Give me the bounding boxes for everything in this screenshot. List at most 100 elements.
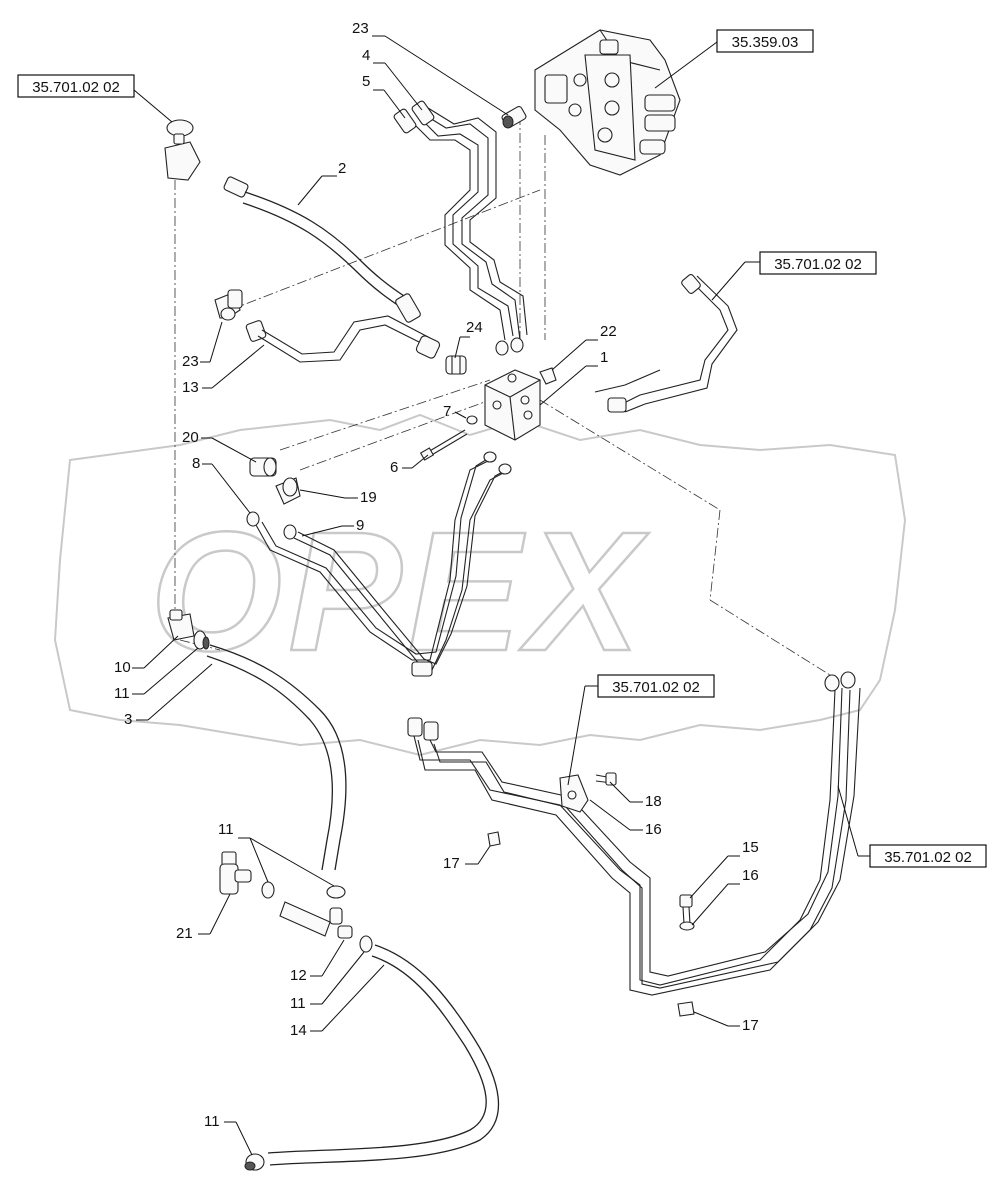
callout-label: 14 xyxy=(290,1022,307,1039)
callout-12: 12 xyxy=(290,939,345,984)
callout-3: 3 xyxy=(124,663,213,728)
reference-box: 35.701.02 02 xyxy=(567,674,715,786)
reference-label: 35.701.02 02 xyxy=(612,679,700,696)
washer-7 xyxy=(466,415,478,425)
callout-label: 11 xyxy=(218,821,234,838)
callouts: 23 4 5 2 23 13 24 xyxy=(114,20,759,1156)
callout-label: 16 xyxy=(742,867,759,884)
fitting-20 xyxy=(249,457,277,477)
callout-23-top: 23 xyxy=(352,20,509,116)
callout-22: 22 xyxy=(551,323,617,371)
callout-7: 7 xyxy=(443,403,467,420)
callout-20: 20 xyxy=(182,429,257,463)
callout-16-lower: 16 xyxy=(691,867,759,926)
callout-16-mid: 16 xyxy=(589,799,662,838)
tee-fitting-12 xyxy=(279,901,353,939)
callout-label: 23 xyxy=(182,353,199,370)
callout-label: 24 xyxy=(466,319,483,336)
callout-label: 4 xyxy=(362,47,370,64)
watermark-text: OPEX xyxy=(150,497,649,687)
callout-label: 23 xyxy=(352,20,369,37)
callout-label: 9 xyxy=(356,517,364,534)
tee-fitting-21 xyxy=(219,851,252,895)
callout-11-lower: 11 xyxy=(290,951,365,1012)
callout-label: 15 xyxy=(742,839,759,856)
callout-label: 21 xyxy=(176,925,193,942)
callout-17-lower: 17 xyxy=(693,1011,759,1034)
callout-11-upper: 11 xyxy=(114,647,199,702)
callout-4: 4 xyxy=(362,47,423,111)
callout-label: 5 xyxy=(362,73,370,90)
callout-24: 24 xyxy=(454,319,483,359)
bolt-15 xyxy=(679,894,695,931)
callout-label: 1 xyxy=(600,349,608,366)
callout-9: 9 xyxy=(301,517,364,537)
reference-box: 35.701.02 02 xyxy=(711,251,877,301)
watermark-logo: OPEX xyxy=(53,413,907,757)
callout-label: 11 xyxy=(290,995,306,1012)
callout-label: 22 xyxy=(600,323,617,340)
nut-17-lower xyxy=(677,1001,695,1017)
reference-label: 35.701.02 02 xyxy=(774,256,862,273)
callout-label: 13 xyxy=(182,379,199,396)
callout-21: 21 xyxy=(176,893,231,942)
callout-label: 16 xyxy=(645,821,662,838)
callout-6: 6 xyxy=(390,454,429,476)
callout-11-bottom: 11 xyxy=(204,1113,253,1156)
callout-1: 1 xyxy=(539,349,608,406)
bolt-6 xyxy=(419,429,468,461)
alignment-lines xyxy=(174,115,831,676)
watermark-gear-outline xyxy=(53,413,907,757)
callout-2: 2 xyxy=(297,160,346,206)
callout-label: 10 xyxy=(114,659,131,676)
clamp-11-lower xyxy=(359,935,373,953)
pipes-8-9 xyxy=(246,451,512,677)
alignment-line xyxy=(709,599,831,676)
fitting-10 xyxy=(167,609,195,641)
clamp-11-upper xyxy=(193,630,210,650)
fitting-24 xyxy=(445,355,467,375)
clip-22 xyxy=(539,367,557,385)
callout-label: 3 xyxy=(124,711,132,728)
callout-label: 11 xyxy=(204,1113,220,1130)
clamp-11-mid xyxy=(261,881,346,899)
callout-19: 19 xyxy=(299,489,377,506)
elbow-fitting-23 xyxy=(214,289,243,321)
manifold-block-1 xyxy=(484,369,541,441)
callout-18: 18 xyxy=(609,781,662,810)
reference-box: 35.359.03 xyxy=(654,29,814,89)
callout-label: 11 xyxy=(114,685,130,702)
reference-label: 35.359.03 xyxy=(732,34,799,51)
bracket-16 xyxy=(559,774,589,813)
callout-label: 20 xyxy=(182,429,199,446)
reference-label: 35.701.02 02 xyxy=(884,849,972,866)
hose-14 xyxy=(267,944,500,1166)
alignment-line xyxy=(299,399,491,471)
callout-17-upper: 17 xyxy=(443,845,491,872)
callout-label: 8 xyxy=(192,455,200,472)
valve-fitting-top-left xyxy=(164,119,201,181)
callout-15: 15 xyxy=(689,839,759,899)
pipe-right-upper xyxy=(594,274,738,413)
callout-14: 14 xyxy=(290,964,385,1039)
pipes-lower-right xyxy=(407,671,861,996)
bolt-18 xyxy=(595,772,617,786)
hose-2 xyxy=(223,176,421,323)
callout-label: 7 xyxy=(443,403,451,420)
callout-11-mid: 11 xyxy=(218,821,335,887)
pipe-13 xyxy=(245,315,441,363)
pipes-4-5 xyxy=(393,100,528,356)
nut-17-upper xyxy=(487,831,501,847)
reference-box: 35.701.02 02 xyxy=(837,785,987,868)
callout-13: 13 xyxy=(182,344,265,396)
control-valve xyxy=(534,29,681,176)
callout-8: 8 xyxy=(192,455,251,514)
callout-5: 5 xyxy=(362,73,406,119)
alignment-line xyxy=(279,379,491,451)
reference-label: 35.701.02 02 xyxy=(32,79,120,96)
alignment-line xyxy=(229,189,541,311)
alignment-line xyxy=(709,509,721,601)
elbow-fitting-top xyxy=(501,105,527,129)
hose-3 xyxy=(206,644,347,871)
